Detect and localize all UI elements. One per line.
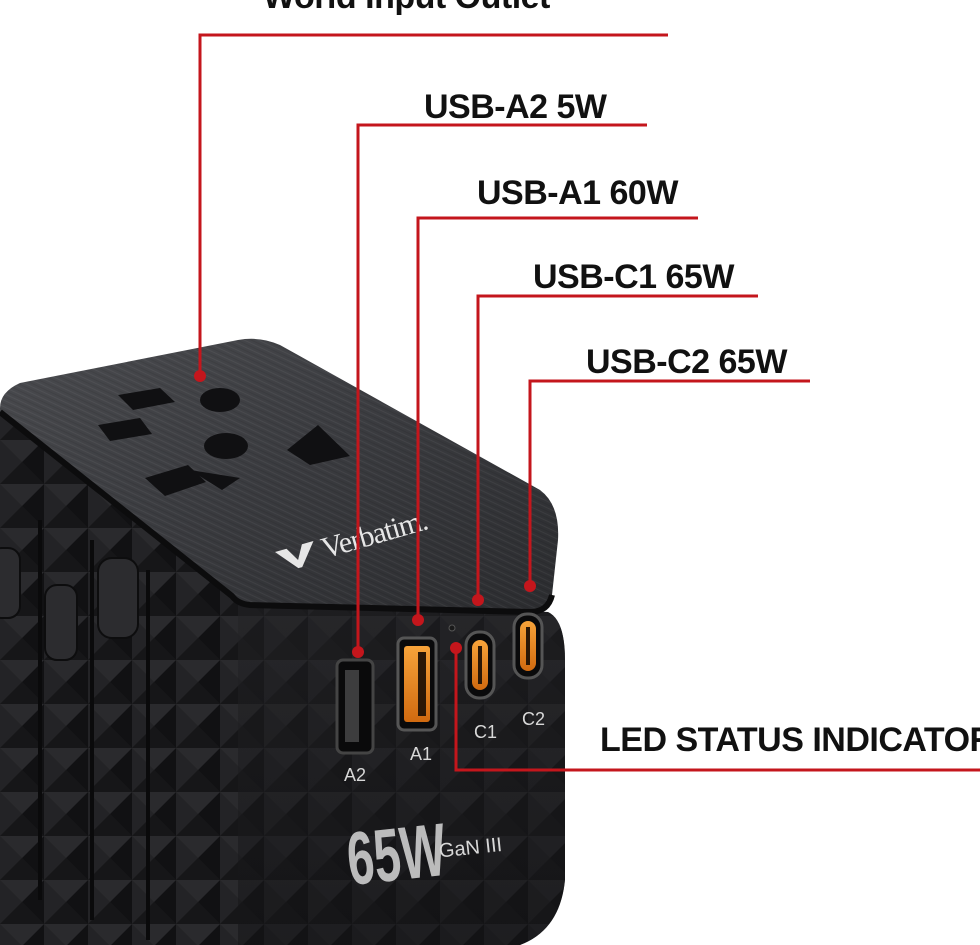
label-usb-c2: USB-C2 65W: [586, 343, 788, 381]
callout-line-usb-c1: [476, 294, 758, 600]
usb-c2-port: [512, 612, 544, 680]
port-label-a2: A2: [344, 765, 366, 785]
side-face-left: [0, 410, 238, 945]
port-label-a1: A1: [410, 744, 432, 764]
callout-line-world-input: [198, 33, 668, 375]
label-world-input: World Input Outlet: [263, 0, 550, 16]
led-indicator: [448, 624, 456, 632]
callout-line-led: [454, 648, 980, 772]
adapter-body: Verbatim. A2 A1 C1 C: [0, 338, 565, 945]
callout-line-usb-a1: [416, 216, 698, 620]
port-label-c1: C1: [474, 722, 497, 742]
label-led-status: LED STATUS INDICATOR: [600, 721, 980, 759]
label-usb-a1: USB-A1 60W: [477, 174, 679, 212]
label-usb-c1: USB-C1 65W: [533, 258, 735, 296]
callout-line-usb-a2: [356, 123, 647, 652]
callout-lines: [198, 33, 980, 772]
usb-a1-port: [396, 636, 438, 732]
port-label-c2: C2: [522, 709, 545, 729]
label-usb-a2: USB-A2 5W: [424, 88, 608, 126]
wattage-print: 65W: [343, 808, 450, 901]
plug-sliders: [0, 520, 150, 940]
usb-c1-port: [464, 630, 496, 700]
usb-a2-port: [335, 658, 375, 755]
callout-dots: [194, 370, 536, 658]
world-outlet-slots: [98, 388, 350, 496]
callout-line-usb-c2: [528, 379, 810, 586]
